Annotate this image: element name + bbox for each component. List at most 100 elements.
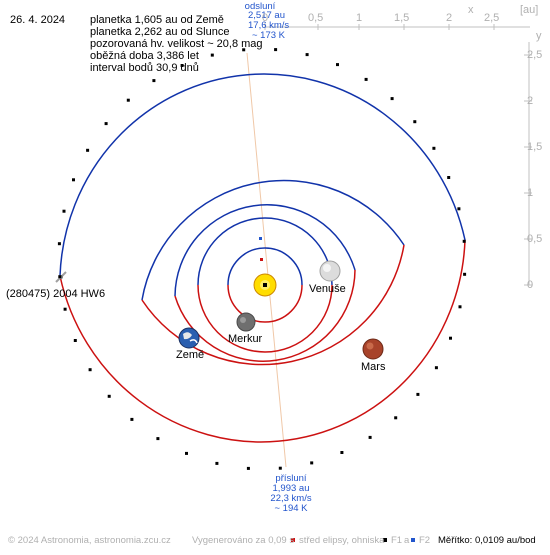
ellipse-center-marker (260, 258, 263, 261)
orbit-point (278, 466, 282, 470)
orbit-point (457, 207, 461, 211)
info-line-sun-distance: planetka 2,262 au od Slunce (90, 26, 230, 38)
orbit-point (449, 336, 452, 340)
aphelion-distance: 2,517 au (248, 10, 285, 21)
orbit-point (73, 339, 77, 342)
orbit-point (413, 120, 417, 124)
orbit-point (88, 368, 92, 372)
aphelion-title: odsluní (244, 1, 276, 12)
earth-orbit (174, 204, 356, 297)
orbit-point (434, 366, 438, 370)
date-label: 26. 4. 2024 (10, 14, 66, 26)
orbit-point (368, 435, 372, 439)
mars-label: Mars (361, 361, 386, 373)
y-axis-scale (524, 42, 532, 286)
orbit-point (107, 394, 111, 398)
sun (253, 273, 277, 297)
asteroid-orbit-points (57, 48, 467, 470)
earth-label: Země (176, 349, 205, 361)
mars-orbit (141, 179, 405, 301)
x-tick-0: 0 (262, 12, 269, 24)
focus-f2-marker (259, 237, 262, 240)
perihelion-title: přísluní (275, 473, 307, 484)
orbit-point (390, 97, 394, 101)
mercury-label: Merkur (228, 333, 263, 345)
orbit-point (57, 242, 61, 246)
orbit-point (63, 307, 67, 311)
info-line-magnitude: pozorovaná hv. velikost ~ 20,8 mag (90, 38, 263, 50)
x-tick-1: 1 (356, 12, 363, 24)
aphelion-details: 2,517 au 17,6 km/s ~ 173 K (248, 11, 289, 41)
legend-center-text: střed elipsy, ohniska (299, 535, 385, 546)
aphelion-temperature: ~ 173 K (252, 30, 286, 41)
x-tick-2: 2 (446, 12, 453, 24)
mercury-orbit (227, 247, 303, 286)
perihelion-label: přísluní 1,993 au 22,3 km/s ~ 194 K (266, 474, 316, 514)
orbit-point (340, 451, 344, 454)
perihelion-temperature: ~ 194 K (274, 503, 308, 514)
legend-f1-text: F1 (391, 535, 403, 546)
asteroid-name-label: (280475) 2004 HW6 (6, 288, 106, 300)
y-axis-name: y (536, 30, 542, 42)
scale-text: Měřítko: 0,0109 au/bod (438, 535, 536, 546)
orbit-point (210, 53, 214, 57)
x-tick-1-5: 1,5 (394, 12, 410, 24)
orbit-point (86, 148, 90, 152)
generated-time-text: Vygenerováno za 0,09 s (192, 535, 295, 546)
asteroid-orbit (59, 73, 466, 277)
venus-planet (319, 260, 341, 282)
orbit-point (416, 392, 420, 396)
orbit-point (126, 98, 130, 102)
legend-a-text: a (404, 535, 410, 546)
orbit-point (180, 64, 184, 67)
info-line-period: oběžná doba 3,386 let (90, 50, 199, 62)
orbit-point (62, 209, 66, 213)
venus-orbit (197, 217, 333, 286)
orbit-point (310, 461, 314, 465)
y-tick-0: 0 (527, 279, 534, 291)
copyright-text: © 2024 Astronomia, astronomia.zcu.cz (8, 535, 171, 546)
legend-f2-symbol (411, 538, 415, 542)
orbit-point (364, 77, 368, 81)
orbit-point (458, 305, 462, 309)
aphelion-speed: 17,6 km/s (248, 20, 290, 31)
info-block: planetka 1,605 au od Země planetka 2,262… (90, 14, 263, 74)
legend-f2-text: F2 (419, 535, 431, 546)
x-tick-0-5: 0,5 (308, 12, 324, 24)
perihelion-distance: 1,993 au (272, 483, 310, 494)
mercury-planet (236, 312, 256, 332)
orbit-point (274, 48, 278, 52)
orbit-point (432, 146, 436, 150)
orbit-point (462, 239, 466, 243)
y-tick-2-5: 2,5 (527, 49, 543, 61)
y-tick-1: 1 (527, 187, 534, 199)
x-tick-2-5: 2,5 (484, 12, 500, 24)
y-tick-2: 2 (527, 95, 534, 107)
x-axis-scale (264, 22, 530, 30)
orbit-point (394, 416, 398, 420)
legend-f1-symbol (383, 538, 387, 542)
info-line-interval: interval bodů 30,9 dnů (90, 62, 199, 74)
orbit-point (242, 48, 246, 52)
orbit-point (336, 63, 339, 67)
orbit-point (156, 437, 160, 441)
venus-label: Venuše (309, 283, 346, 295)
y-tick-1-5: 1,5 (527, 141, 543, 153)
unit-label: [au] (520, 4, 539, 16)
legend-center-symbol (291, 538, 295, 542)
orbit-point (130, 417, 134, 421)
orbit-point (246, 466, 250, 470)
orbit-point (152, 79, 156, 83)
orbit-point (72, 178, 75, 182)
aphelion-label: odsluní (245, 2, 276, 12)
orbit-point (185, 451, 188, 455)
y-tick-0-5: 0,5 (527, 233, 543, 245)
orbit-point (58, 275, 62, 279)
apsis-line (246, 52, 287, 468)
earth-planet (178, 327, 200, 349)
orbit-point (463, 272, 467, 276)
orbit-point (104, 122, 108, 126)
mars-planet (362, 338, 384, 360)
